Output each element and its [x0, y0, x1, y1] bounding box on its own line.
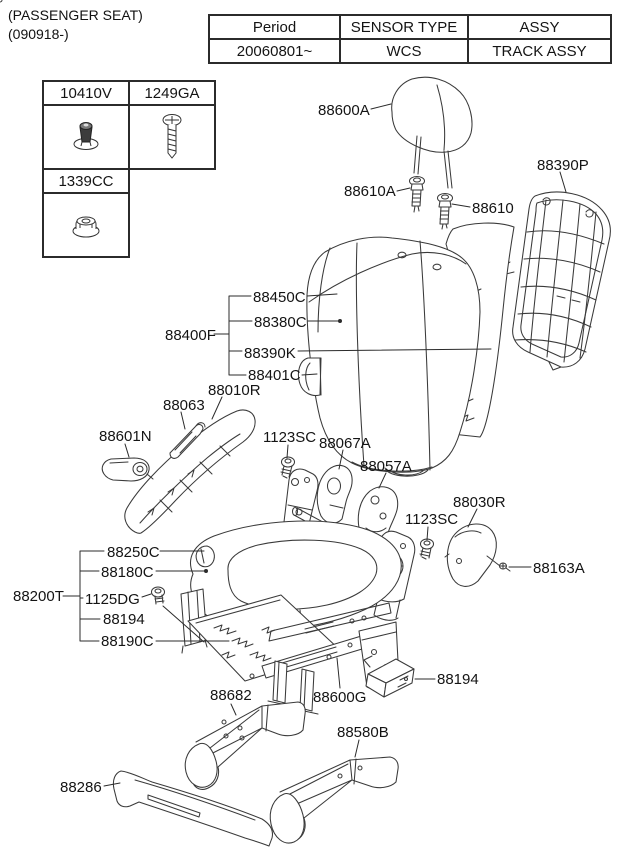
callout-88580B[interactable]: 88580B: [337, 724, 389, 741]
callout-88194-b[interactable]: 88194: [437, 671, 479, 688]
leg-cover-outer-drawing: [269, 756, 399, 844]
screw-icon: [162, 114, 182, 159]
callout-88682[interactable]: 88682: [210, 687, 252, 704]
callout-88600G[interactable]: 88600G: [313, 689, 366, 706]
callout-88067A[interactable]: 88067A: [319, 435, 371, 452]
bracket-cushion-assy: [62, 550, 105, 642]
callout-88600A[interactable]: 88600A: [318, 102, 370, 119]
callout-88610A[interactable]: 88610A: [344, 183, 396, 200]
callout-88400F[interactable]: 88400F: [165, 327, 216, 344]
bolt-1123SC-upper-drawing: [280, 456, 296, 479]
callout-88163A[interactable]: 88163A: [533, 560, 585, 577]
callout-1123SC-lower[interactable]: 1123SC: [405, 511, 458, 528]
leg-cover-inner-drawing: [184, 701, 306, 790]
hardware-icon-cell-2: [128, 104, 216, 170]
callout-labels: 88600A 88610A 88610 88390P 88450C 88380C…: [13, 102, 589, 796]
headrest-guide-left-drawing: [408, 175, 426, 213]
flange-nut-icon: [72, 216, 100, 238]
callout-88057A[interactable]: 88057A: [360, 458, 412, 475]
hardware-icon-cell-3: [42, 192, 130, 258]
callout-88194-a[interactable]: 88194: [103, 611, 145, 628]
hardware-part-1339CC: 1339CC: [42, 168, 130, 194]
push-clip-icon: [73, 122, 99, 150]
info-header-period: Period: [208, 14, 341, 40]
info-value-sensor-type: WCS: [339, 38, 469, 64]
info-table-header-row: Period SENSOR TYPE ASSY: [208, 14, 612, 40]
hardware-icon-row: [42, 104, 216, 170]
screw-88163A-drawing: [498, 562, 511, 572]
headrest-drawing: [391, 76, 473, 189]
callout-88390P[interactable]: 88390P: [537, 157, 589, 174]
hardware-table: 10410V 1249GA: [42, 80, 216, 258]
sensor-module-drawing: [363, 655, 415, 698]
callout-88286[interactable]: 88286: [60, 779, 102, 796]
side-shield-outer-drawing: [124, 409, 256, 534]
page-title-line2: (090918-): [8, 26, 69, 42]
back-cushion-drawing: [297, 236, 481, 477]
callout-88010R[interactable]: 88010R: [208, 382, 261, 399]
bolt-1123SC-lower-drawing: [419, 538, 435, 560]
hardware-icon-cell-1: [42, 104, 130, 170]
info-header-assy: ASSY: [467, 14, 612, 40]
info-table-value-row: 20060801~ WCS TRACK ASSY: [208, 38, 612, 64]
callout-88401C[interactable]: 88401C: [248, 367, 301, 384]
side-shield-trim-drawing: [169, 422, 206, 459]
info-value-assy: TRACK ASSY: [467, 38, 612, 64]
hardware-part-10410V: 10410V: [42, 80, 130, 106]
bolt-1125DG-drawing: [150, 586, 166, 605]
hardware-icon-row-2: [42, 192, 216, 258]
info-value-period: 20060801~: [208, 38, 341, 64]
callout-1125DG[interactable]: 1125DG: [85, 591, 140, 608]
callout-88030R[interactable]: 88030R: [453, 494, 506, 511]
hardware-header-row: 10410V 1249GA: [42, 80, 216, 106]
hardware-header-row-2: 1339CC: [42, 168, 216, 194]
callout-88200T[interactable]: 88200T: [13, 588, 64, 605]
callout-88390K[interactable]: 88390K: [244, 345, 296, 362]
leader-lines: [103, 103, 567, 787]
page-title: (PASSENGER SEAT) (090918-): [8, 6, 143, 44]
page-title-line1: (PASSENGER SEAT): [8, 7, 143, 23]
callout-1123SC-upper[interactable]: 1123SC: [263, 429, 316, 446]
cover-outer-drawing: [444, 523, 501, 587]
back-panel-drawing: [0, 0, 611, 371]
callout-88063[interactable]: 88063: [163, 397, 205, 414]
headrest-guide-right-drawing: [436, 192, 454, 230]
recliner-handle-drawing: [101, 457, 154, 482]
info-table: Period SENSOR TYPE ASSY 20060801~ WCS TR…: [208, 14, 612, 64]
callout-88601N[interactable]: 88601N: [99, 428, 152, 445]
callout-88450C[interactable]: 88450C: [253, 289, 306, 306]
bracket-back-assy: [213, 295, 253, 376]
callout-88250C[interactable]: 88250C: [107, 544, 160, 561]
front-cover-drawing: [112, 770, 273, 847]
callout-88180C[interactable]: 88180C: [101, 564, 154, 581]
callout-88380C[interactable]: 88380C: [254, 314, 307, 331]
callout-88610[interactable]: 88610: [472, 200, 514, 217]
callout-88190C[interactable]: 88190C: [101, 633, 154, 650]
